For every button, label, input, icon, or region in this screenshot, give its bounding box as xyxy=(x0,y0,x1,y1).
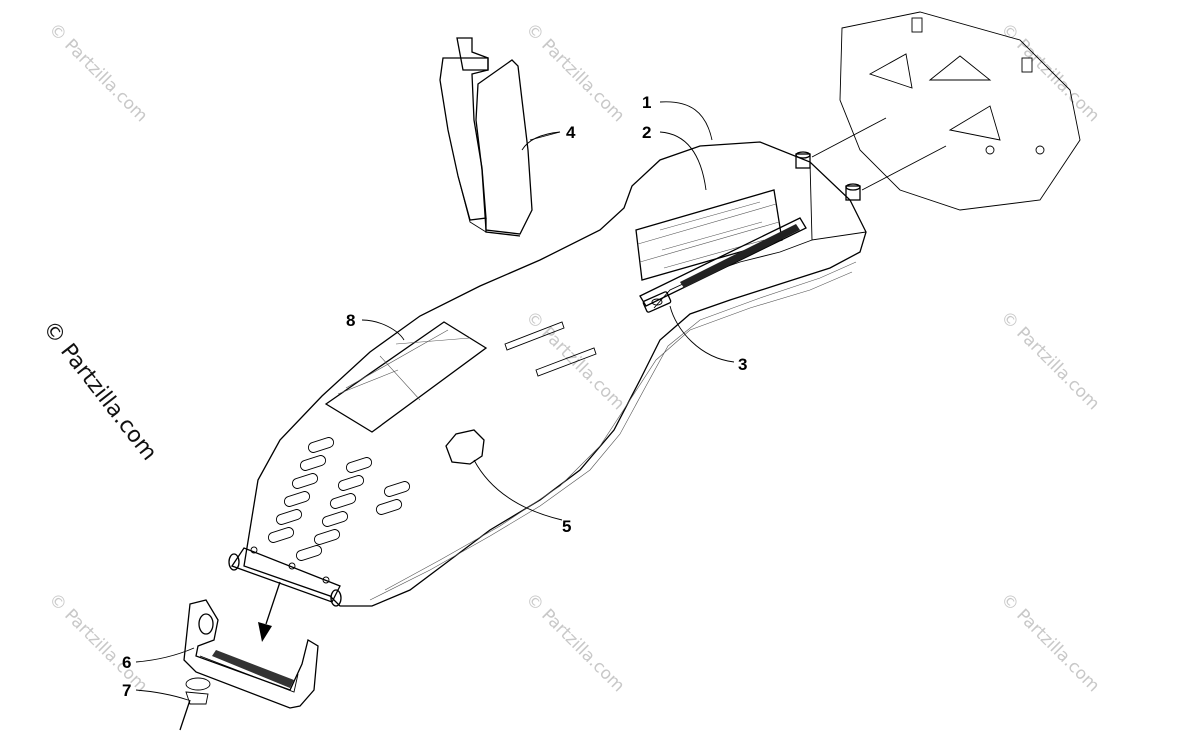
part-foam-patch-5 xyxy=(445,429,485,465)
part-rivet-7 xyxy=(179,677,211,731)
callout-1: 1 xyxy=(642,93,651,112)
callout-6: 6 xyxy=(122,653,131,672)
part-skid-plate xyxy=(243,117,947,607)
part-engine-block xyxy=(839,11,1081,211)
part-bracket-6 xyxy=(183,599,319,709)
watermark-group: © Partzilla.com © Partzilla.com © Partzi… xyxy=(37,19,1103,696)
part-foam-pad xyxy=(439,37,561,237)
callout-7: 7 xyxy=(122,681,131,700)
callout-2: 2 xyxy=(642,123,651,142)
callout-labels: 1 2 3 4 5 6 7 8 xyxy=(122,93,747,700)
vent-slots xyxy=(267,437,411,561)
watermark-text: © Partzilla.com xyxy=(44,19,151,126)
part-label-8 xyxy=(324,321,488,433)
part-decal-3 xyxy=(639,217,807,313)
watermark-text: © Partzilla.com xyxy=(996,307,1103,414)
watermark-text: © Partzilla.com xyxy=(44,589,151,696)
callout-3: 3 xyxy=(738,355,747,374)
callout-5: 5 xyxy=(562,517,571,536)
watermark-text: © Partzilla.com xyxy=(521,19,628,126)
callout-4: 4 xyxy=(566,123,576,142)
callout-8: 8 xyxy=(346,311,355,330)
watermark-text: © Partzilla.com xyxy=(521,307,628,414)
assembly-arrow xyxy=(258,581,281,642)
watermark-text: © Partzilla.com xyxy=(996,589,1103,696)
leader-lines xyxy=(135,101,735,701)
watermark-text: © Partzilla.com xyxy=(521,589,628,696)
watermark-text: © Partzilla.com xyxy=(996,19,1103,126)
part-hinge-bar xyxy=(228,546,342,607)
part-label-2 xyxy=(635,189,783,281)
watermark-large: © Partzilla.com xyxy=(37,316,161,465)
